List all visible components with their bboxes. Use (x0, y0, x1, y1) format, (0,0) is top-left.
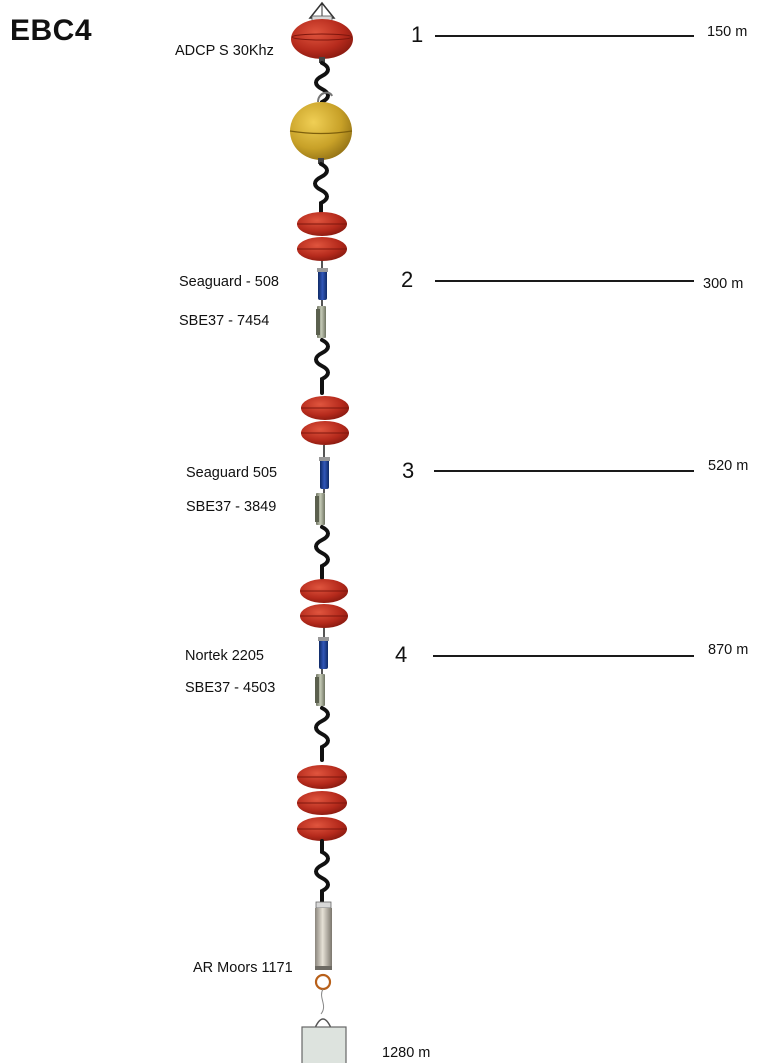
instrument-label-sbe37-3849: SBE37 - 3849 (186, 499, 277, 515)
instrument-label-seaguard-505: Seaguard 505 (186, 465, 278, 481)
mooring-cable-icon (314, 338, 330, 395)
level-depth-1: 150 m (707, 24, 748, 40)
mooring-cable-icon (314, 706, 330, 762)
level-line-2 (435, 280, 694, 282)
level-depth-4: 870 m (708, 642, 749, 658)
anchor-depth-label: 1280 m (382, 1045, 431, 1061)
float-pair-icon (300, 579, 348, 637)
float-pair-icon (297, 765, 347, 841)
mooring-cable-icon (313, 162, 329, 214)
level-line-3 (434, 470, 694, 472)
instrument-label-sbe37-4503: SBE37 - 4503 (185, 680, 276, 696)
level-depth-2: 300 m (703, 276, 744, 292)
float-pair-icon (297, 212, 347, 268)
level-line-1 (435, 35, 694, 37)
current-meter-icon (317, 268, 328, 306)
mooring-cable-icon (314, 839, 330, 904)
instrument-label-sbe37-7454: SBE37 - 7454 (179, 313, 270, 329)
mooring-cable-icon (314, 61, 330, 104)
level-line-4 (433, 655, 694, 657)
level-number-2: 2 (401, 267, 414, 292)
level-depth-3: 520 m (708, 458, 749, 474)
anchor-weight-icon (301, 1018, 347, 1063)
top-adcp-buoy-icon (291, 1, 353, 63)
ctd-logger-icon (315, 674, 325, 706)
instrument-label-seaguard-508: Seaguard - 508 (179, 274, 279, 290)
mooring-cable-icon (314, 525, 330, 580)
top-buoy-label: ADCP S 30Khz (175, 43, 274, 59)
current-meter-icon (318, 637, 329, 674)
ctd-logger-icon (316, 306, 326, 338)
mooring-title: EBC4 (10, 14, 93, 47)
syntactic-float-icon (289, 91, 353, 164)
current-meter-icon (319, 457, 330, 493)
release-label: AR Moors 1171 (193, 960, 293, 976)
level-number-3: 3 (402, 458, 415, 483)
ctd-logger-icon (315, 493, 325, 525)
level-number-1: 1 (411, 22, 424, 47)
acoustic-release-icon (314, 901, 332, 1015)
instrument-label-nortek-2205: Nortek 2205 (185, 648, 264, 664)
level-number-4: 4 (395, 642, 408, 667)
float-pair-icon (301, 396, 349, 457)
